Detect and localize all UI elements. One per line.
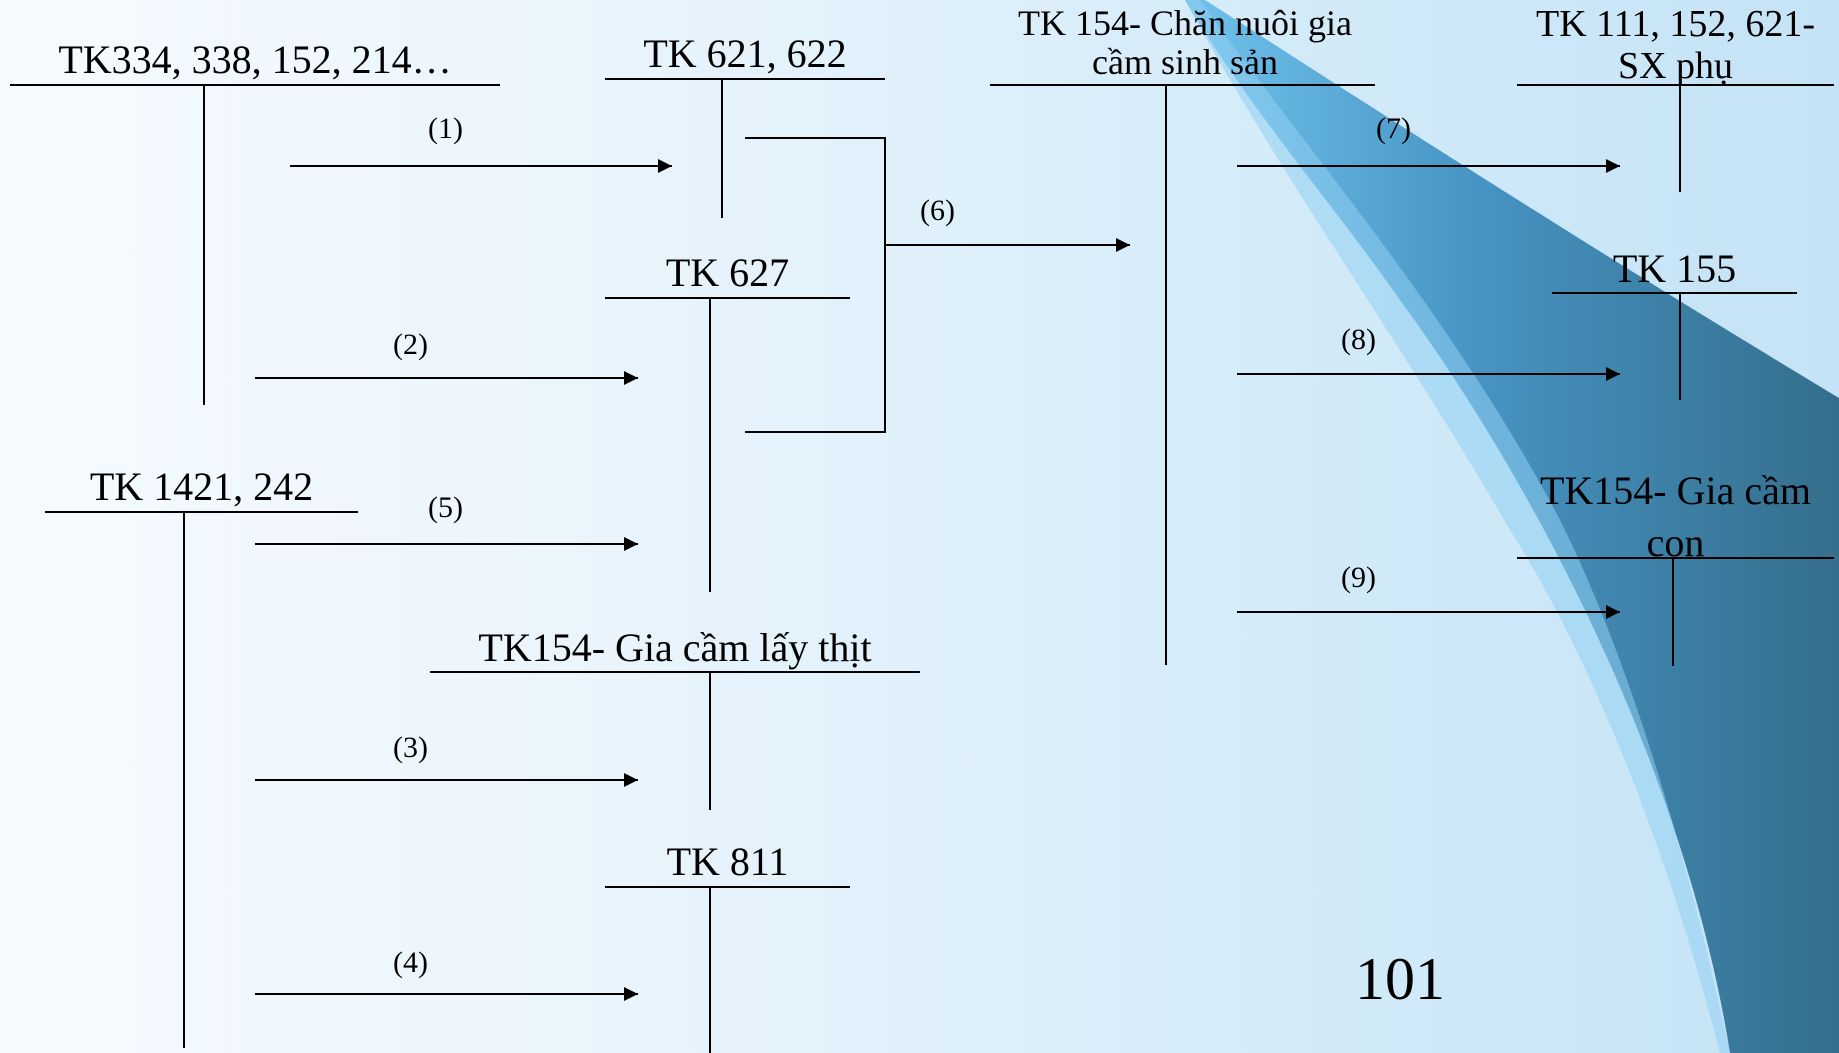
- account-tk154-con: TK154- Gia cầm con: [1539, 468, 1811, 565]
- account-tk811: TK 811: [666, 839, 789, 884]
- account-tk155: TK 155: [1612, 246, 1737, 291]
- bracket-621-627: [745, 137, 886, 433]
- swoosh-band: [1185, 0, 1839, 1053]
- account-tk111: TK 111, 152, 621- SX phụ: [1536, 3, 1815, 87]
- account-tk154-thit: TK154- Gia cầm lấy thịt: [478, 625, 872, 670]
- flow-label-4: (4): [393, 946, 428, 979]
- page-number: 101: [1355, 946, 1445, 1012]
- flow-label-1: (1): [428, 112, 463, 145]
- flow-label-8: (8): [1341, 323, 1376, 356]
- account-tk334: TK334, 338, 152, 214…: [58, 37, 452, 82]
- account-tk154-sinhsan: TK 154- Chăn nuôi gia cầm sinh sản: [1018, 3, 1352, 82]
- flow-label-6: (6): [920, 194, 955, 227]
- account-tk1421: TK 1421, 242: [89, 464, 314, 509]
- flow-label-9: (9): [1341, 561, 1376, 594]
- account-tk621: TK 621, 622: [643, 31, 847, 76]
- flow-label-5: (5): [428, 491, 463, 524]
- flow-label-2: (2): [393, 328, 428, 361]
- flow-label-3: (3): [393, 731, 428, 764]
- account-tk627: TK 627: [665, 250, 790, 295]
- flow-label-7: (7): [1376, 112, 1411, 145]
